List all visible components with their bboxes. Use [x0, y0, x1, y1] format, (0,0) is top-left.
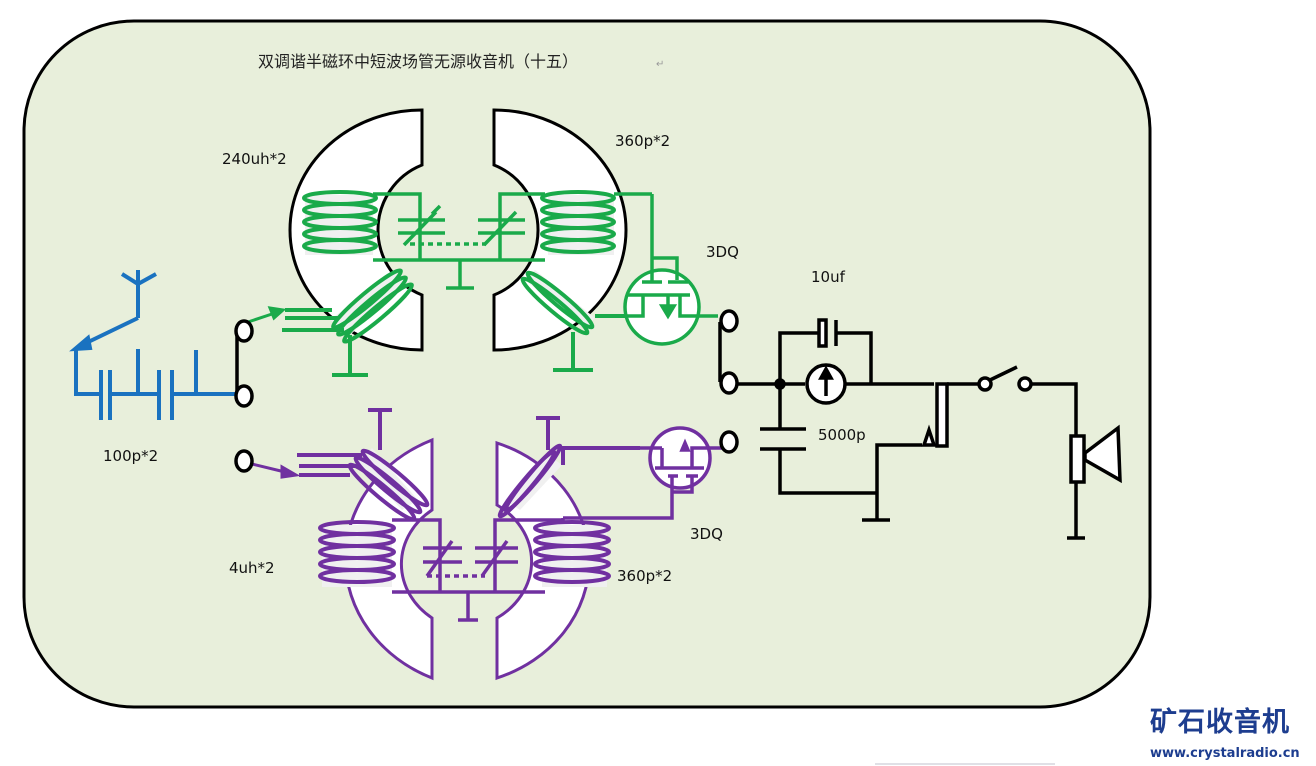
- sw-right-coupling-coil: [497, 416, 640, 519]
- mw-capacitor-label: 360p*2: [615, 132, 670, 150]
- mw-tank-wiring: [373, 192, 652, 290]
- sw-transistor-label: 3DQ: [690, 525, 723, 543]
- return-mark: ↵: [656, 59, 664, 70]
- mw-inductor-label: 240uh*2: [222, 150, 287, 168]
- mw-right-winding: [540, 190, 616, 255]
- audio-section: [718, 309, 1122, 540]
- sw-right-winding: [533, 520, 611, 587]
- sw-capacitor-label: 360p*2: [617, 567, 672, 585]
- mw-right-coupling-coil: [520, 270, 628, 372]
- sw-left-winding: [318, 520, 396, 587]
- sw-left-coupling-coil: [297, 408, 430, 522]
- meter-icon: [805, 363, 847, 405]
- sw-section: [251, 408, 730, 681]
- earphone-jack-icon[interactable]: [862, 382, 949, 522]
- coupling-capacitor-label: 10uf: [811, 268, 846, 286]
- sw-inductor-label: 4uh*2: [229, 559, 275, 577]
- antenna-icon: [120, 270, 157, 318]
- sw-input-arrow: [251, 462, 301, 479]
- mw-variable-capacitor: [398, 204, 525, 247]
- coupling-capacitor: [817, 318, 828, 348]
- diagram-title: 双调谐半磁环中短波场管无源收音机（十五）: [258, 52, 578, 71]
- bypass-capacitor-label: 5000p: [818, 426, 866, 444]
- antenna-capacitor-label: 100p*2: [103, 447, 158, 465]
- watermark-title: 矿石收音机: [1150, 706, 1290, 738]
- watermark-url: www.crystalradio.cn: [1150, 746, 1300, 761]
- mw-left-winding: [302, 190, 378, 255]
- mw-section: [247, 108, 718, 377]
- mw-input-arrow: [247, 306, 287, 324]
- speaker-icon: [1067, 424, 1122, 540]
- sw-tank-wiring: [392, 518, 545, 622]
- band-switch-output[interactable]: [718, 309, 739, 454]
- watermark-logo: 矿石收音机 www.crystalradio.cn: [1150, 706, 1300, 761]
- mw-transistor-label: 3DQ: [706, 243, 739, 261]
- diagram-panel: [22, 19, 1152, 709]
- sw-fet-transistor: [545, 426, 730, 522]
- mw-left-coupling-coil: [282, 268, 414, 377]
- mw-fet-transistor: [623, 194, 718, 346]
- band-switch-input[interactable]: [234, 319, 254, 473]
- sw-variable-capacitor: [423, 539, 518, 578]
- power-switch[interactable]: [977, 365, 1033, 392]
- antenna-section: [69, 270, 236, 420]
